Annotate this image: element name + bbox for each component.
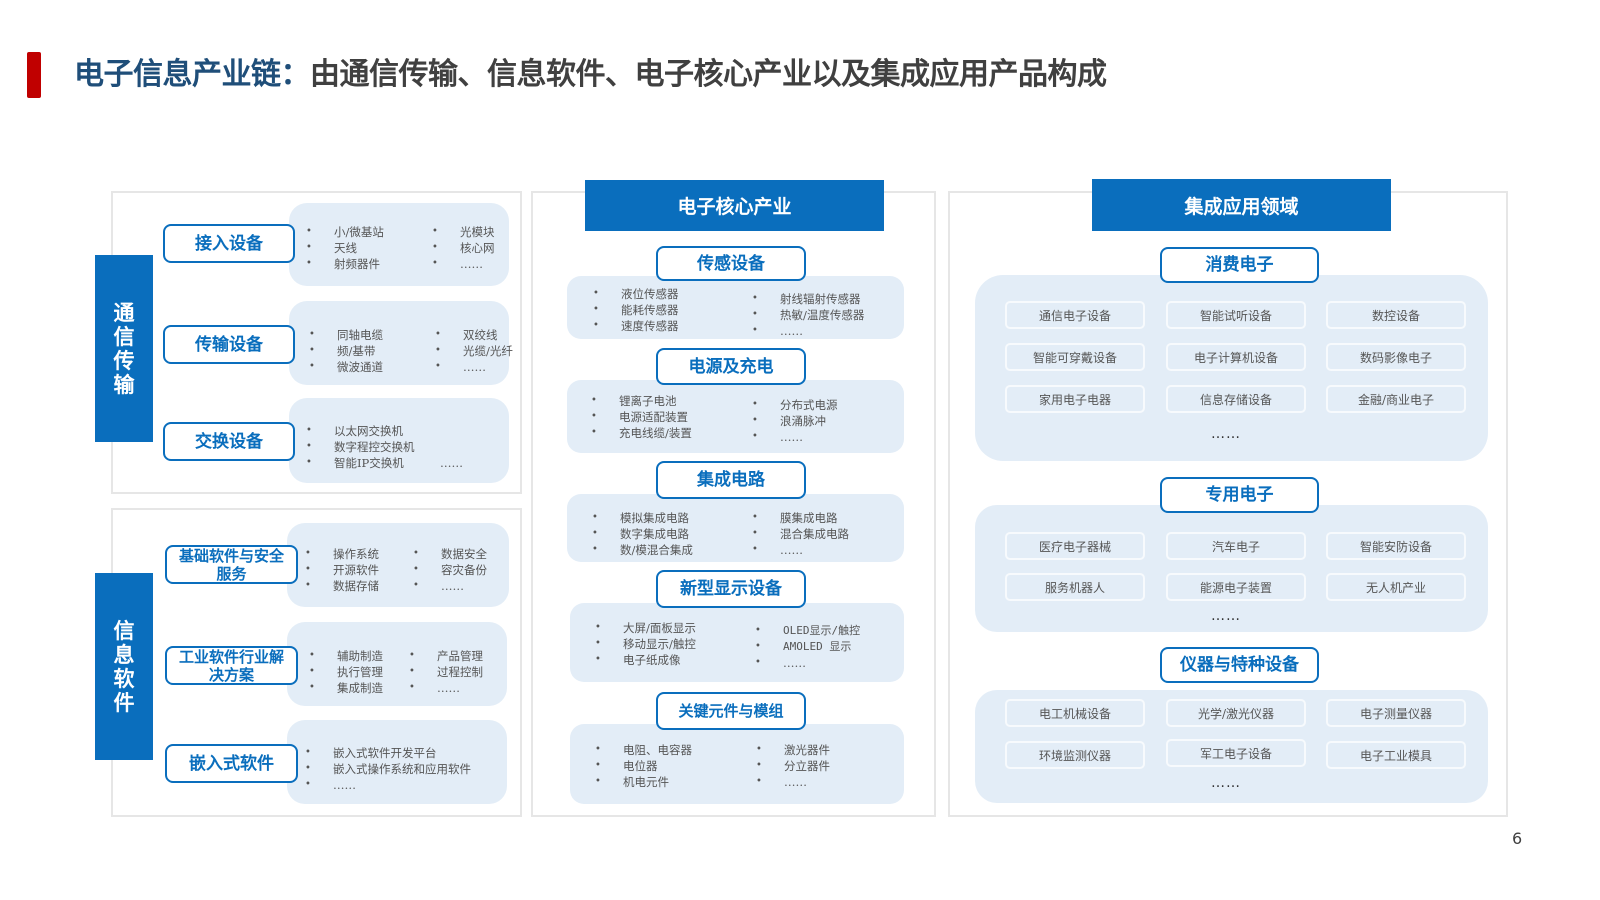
apps-group-0-button[interactable]: 消费电子	[1160, 247, 1319, 283]
core-group-4-button[interactable]: 关键元件与模组	[656, 692, 806, 730]
comm-group-2-button[interactable]: 交换设备	[163, 422, 295, 461]
core-group-2-bubble	[567, 494, 904, 562]
apps-group-0-item[interactable]: 通信电子设备	[1005, 301, 1145, 329]
apps-group-0-item[interactable]: 家用电子电器	[1005, 385, 1145, 413]
core-group-3-bubble	[570, 603, 904, 682]
core-header: 电子核心产业	[585, 180, 884, 231]
software-group-0-items: •操作系统•数据安全 •开源软件•容灾备份 •数据存储•……	[305, 547, 487, 593]
comm-group-2-bubble	[289, 398, 509, 483]
core-group-0-items: •液位传感器•射线辐射传感器 •能耗传感器•热敏/温度传感器 •速度传感器•……	[593, 287, 865, 338]
software-group-1-items: •辅助制造•产品管理 •执行管理•过程控制 •集成制造•……	[309, 649, 483, 695]
apps-group-2-item[interactable]: 电工机械设备	[1005, 699, 1145, 727]
core-group-2-items: •模拟集成电路•膜集成电路 •数字集成电路•混合集成电路 •数/模混合集成•……	[592, 511, 849, 557]
apps-group-1-item[interactable]: 医疗电子器械	[1005, 532, 1145, 560]
apps-group-1-item[interactable]: 无人机产业	[1326, 573, 1466, 601]
apps-group-1-item[interactable]: 智能安防设备	[1326, 532, 1466, 560]
comm-side-label: 通信传输	[95, 255, 153, 442]
core-group-2-button[interactable]: 集成电路	[656, 461, 806, 499]
comm-group-0-bubble	[289, 203, 509, 286]
software-group-2-items: •嵌入式软件开发平台 •嵌入式操作系统和应用软件 •……	[305, 746, 471, 792]
apps-group-0-item[interactable]: 电子计算机设备	[1166, 343, 1306, 371]
apps-group-2-item[interactable]: 电子工业模具	[1326, 741, 1466, 769]
software-side-label: 信息软件	[95, 573, 153, 760]
comm-group-0-button[interactable]: 接入设备	[163, 224, 295, 263]
software-group-2-bubble	[287, 720, 507, 804]
page-number: 6	[1512, 829, 1523, 848]
core-group-1-bubble	[567, 380, 904, 453]
apps-group-0-ellipsis: ……	[1211, 426, 1241, 442]
apps-header: 集成应用领域	[1092, 179, 1391, 231]
core-group-1-items: •锂离子电池•分布式电源 •电源适配装置•浪涌脉冲 •充电线缆/装置•……	[591, 394, 838, 444]
core-group-1-button[interactable]: 电源及充电	[656, 348, 806, 385]
page-title: 电子信息产业链：由通信传输、信息软件、电子核心产业以及集成应用产品构成	[74, 52, 1107, 98]
software-group-1-button[interactable]: 工业软件行业解决方案	[165, 646, 298, 685]
apps-group-0-item[interactable]: 智能试听设备	[1166, 301, 1306, 329]
comm-group-0-items: •小/微基站•光模块 •天线•核心网 •射频器件•……	[306, 225, 495, 271]
core-group-3-button[interactable]: 新型显示设备	[656, 570, 806, 608]
software-group-2-button[interactable]: 嵌入式软件	[165, 744, 298, 783]
page-title-part1: 电子信息产业链：	[74, 57, 311, 92]
apps-group-2-item[interactable]: 光学/激光仪器	[1166, 699, 1306, 727]
core-group-4-items: •电阻、电容器•激光器件 •电位器•分立器件 •机电元件•……	[595, 743, 830, 789]
apps-group-2-item[interactable]: 电子测量仪器	[1326, 699, 1466, 727]
apps-group-1-button[interactable]: 专用电子	[1160, 477, 1319, 513]
core-group-3-items: •大屏/面板显示•OLED显示/触控 •移动显示/触控•AMOLED 显示 •电…	[595, 621, 861, 670]
apps-group-1-item[interactable]: 服务机器人	[1005, 573, 1145, 601]
apps-group-1-bubble	[975, 505, 1488, 632]
apps-group-1-ellipsis: ……	[1211, 608, 1241, 624]
apps-group-0-item[interactable]: 信息存储设备	[1166, 385, 1306, 413]
core-group-4-bubble	[570, 724, 904, 804]
comm-group-1-bubble	[289, 301, 509, 385]
apps-group-0-item[interactable]: 数控设备	[1326, 301, 1466, 329]
comm-group-1-items: •同轴电缆•双绞线 •频/基带•光缆/光纤 •微波通道•……	[309, 328, 513, 374]
comm-group-1-button[interactable]: 传输设备	[163, 325, 295, 364]
apps-group-0-item[interactable]: 金融/商业电子	[1326, 385, 1466, 413]
apps-group-2-item[interactable]: 环境监测仪器	[1005, 741, 1145, 769]
software-group-0-bubble	[287, 523, 509, 607]
apps-group-2-button[interactable]: 仪器与特种设备	[1160, 647, 1319, 683]
title-accent-bar	[27, 52, 41, 98]
core-group-0-button[interactable]: 传感设备	[656, 246, 806, 281]
apps-group-1-item[interactable]: 能源电子装置	[1166, 573, 1306, 601]
apps-group-0-item[interactable]: 数码影像电子	[1326, 343, 1466, 371]
core-group-0-bubble	[567, 276, 904, 339]
apps-group-0-item[interactable]: 智能可穿戴设备	[1005, 343, 1145, 371]
page-title-part2: 由通信传输、信息软件、电子核心产业以及集成应用产品构成	[310, 57, 1107, 92]
comm-group-2-items: •以太网交换机 •数字程控交换机 •智能IP交换机……	[306, 424, 463, 470]
apps-group-2-ellipsis: ……	[1211, 775, 1241, 791]
software-group-0-button[interactable]: 基础软件与安全服务	[165, 545, 298, 584]
apps-group-1-item[interactable]: 汽车电子	[1166, 532, 1306, 560]
apps-group-2-item[interactable]: 军工电子设备	[1166, 739, 1306, 767]
software-group-1-bubble	[287, 622, 507, 706]
